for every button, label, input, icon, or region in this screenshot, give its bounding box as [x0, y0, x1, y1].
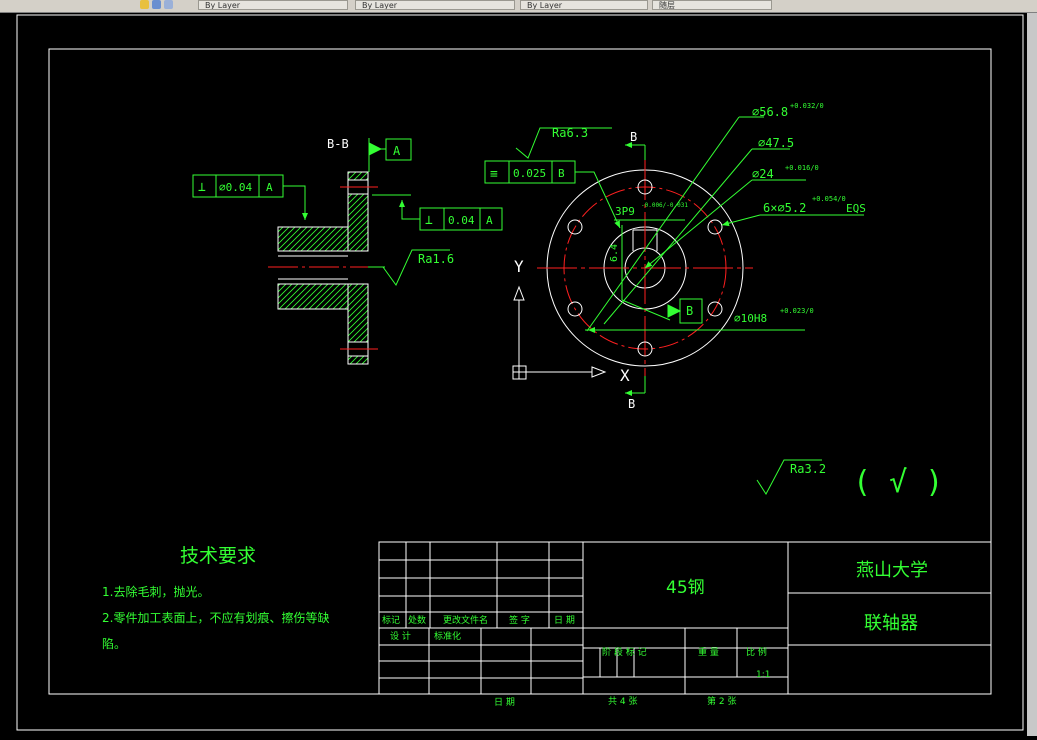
tb-scale-value: 1:1	[756, 670, 771, 680]
svg-text:⌀0.04: ⌀0.04	[219, 181, 252, 194]
front-annotations: B B Ra6.3 ≡ 0.025 B ⌀56.8 +0.032/0 ⌀47.5…	[484, 102, 866, 411]
svg-text:⌀47.5: ⌀47.5	[758, 136, 794, 150]
ucs-icon: Y X	[512, 257, 630, 385]
svg-text:0.04: 0.04	[448, 214, 475, 227]
tb-h-count: 处数	[408, 616, 427, 626]
datum-a-label: A	[393, 144, 401, 158]
svg-text:A: A	[266, 181, 273, 194]
vertical-scrollbar[interactable]	[1027, 13, 1037, 736]
color-dropdown[interactable]: By Layer	[198, 0, 348, 10]
svg-text:⊥: ⊥	[198, 180, 206, 195]
tb-weight: 重 量	[698, 648, 719, 658]
tb-scale: 比 例	[746, 648, 767, 658]
lineweight-dropdown[interactable]: By Layer	[520, 0, 648, 10]
svg-text:≡: ≡	[490, 167, 498, 182]
svg-text:6×⌀5.2: 6×⌀5.2	[763, 201, 806, 215]
svg-text:Y: Y	[514, 257, 524, 276]
tech-line-3: 陷。	[102, 637, 127, 651]
tb-material: 45钢	[666, 578, 705, 598]
svg-text:+0.054/0: +0.054/0	[812, 195, 846, 203]
svg-text:B: B	[630, 130, 637, 144]
tb-stage-mark: 阶 段 标 记	[602, 648, 647, 658]
svg-text:⌀10H8: ⌀10H8	[734, 312, 767, 325]
section-label: B-B	[327, 137, 349, 151]
svg-text:+0.023/0: +0.023/0	[780, 307, 814, 315]
tech-line-1: 1.去除毛刺，抛光。	[102, 585, 210, 599]
svg-text:⌀24: ⌀24	[752, 167, 774, 181]
tb-school: 燕山大学	[856, 560, 928, 581]
drawing-svg: B-B A ⊥ ⌀0.04 A ⊥ 0.04 A Ra1.6	[16, 14, 1024, 731]
svg-text:⌀56.8: ⌀56.8	[752, 105, 788, 119]
svg-text:EQS: EQS	[846, 202, 866, 215]
title-block	[378, 541, 992, 695]
svg-text:B: B	[686, 304, 693, 318]
svg-text:B: B	[628, 397, 635, 411]
layer-state-icon[interactable]	[140, 0, 149, 9]
ra63-label: Ra6.3	[552, 126, 588, 140]
layer-props-icon[interactable]	[152, 0, 161, 9]
svg-text:A: A	[486, 214, 493, 227]
svg-text:B: B	[558, 167, 565, 180]
tb-part-name: 联轴器	[864, 613, 918, 634]
bolt-holes	[567, 179, 723, 357]
drawing-canvas[interactable]: B-B A ⊥ ⌀0.04 A ⊥ 0.04 A Ra1.6	[0, 13, 1027, 736]
tb-sheet-number: 第 2 张	[707, 697, 737, 707]
match-props-icon[interactable]	[164, 0, 173, 9]
cad-toolbar: By Layer By Layer By Layer 随层	[0, 0, 1037, 13]
tech-title: 技术要求	[180, 545, 257, 567]
section-annotations: B-B A ⊥ ⌀0.04 A ⊥ 0.04 A Ra1.6	[192, 137, 503, 286]
tb-total-sheets: 共 4 张	[608, 697, 638, 707]
tb-h-mark: 标记	[382, 616, 401, 626]
section-view	[268, 171, 380, 365]
svg-text:+0.032/0: +0.032/0	[790, 102, 824, 110]
svg-text:+0.016/0: +0.016/0	[785, 164, 819, 172]
ra16-label: Ra1.6	[418, 252, 454, 266]
svg-text:6.4: 6.4	[609, 244, 620, 262]
outer-viewport-border	[16, 14, 1024, 731]
general-finish-symbol: ( √ )	[853, 465, 943, 500]
tb-design: 设 计	[390, 632, 411, 642]
svg-text:⊥: ⊥	[425, 213, 433, 228]
tb-date: 日 期	[494, 698, 515, 708]
tb-standard: 标准化	[434, 632, 462, 642]
svg-text:X: X	[620, 366, 630, 385]
plotstyle-dropdown[interactable]: 随层	[652, 0, 772, 10]
tech-line-2: 2.零件加工表面上，不应有划痕、擦伤等缺	[102, 611, 330, 625]
tb-h-doc: 更改文件名	[443, 616, 489, 626]
ra32-label: Ra3.2	[790, 462, 826, 476]
general-finish: Ra3.2 ( √ )	[756, 459, 943, 500]
linetype-dropdown[interactable]: By Layer	[355, 0, 515, 10]
front-view	[537, 160, 753, 376]
tb-h-date: 日 期	[554, 616, 575, 626]
tb-h-sign: 签 字	[509, 616, 530, 626]
svg-text:3P9: 3P9	[615, 205, 635, 218]
svg-text:0.025: 0.025	[513, 167, 546, 180]
svg-text:-0.006/-0.031: -0.006/-0.031	[641, 202, 688, 209]
